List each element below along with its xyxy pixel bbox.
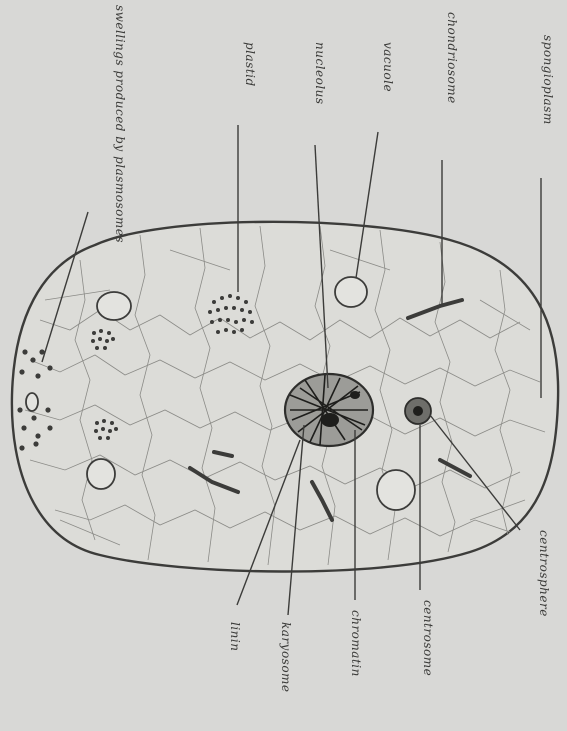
label-plastid: plastid [243, 42, 257, 87]
nucleus [285, 374, 373, 446]
label-vacuole: vacuole [381, 42, 395, 92]
label-spongioplasm: spongioplasm [541, 35, 555, 125]
nucleolus-body [350, 391, 360, 399]
vacuole-top-left [97, 292, 131, 320]
label-karyosome: karyosome [279, 622, 293, 693]
vacuole-bottom-right [377, 470, 415, 510]
centrosome-body [405, 398, 431, 424]
karyosome-body [321, 413, 339, 427]
swelling-ring [26, 393, 38, 411]
label-linin: linin [228, 622, 242, 651]
label-centrosome: centrosome [421, 600, 435, 676]
label-chromatin: chromatin [349, 610, 363, 677]
vacuole-bottom-left [87, 459, 115, 489]
vacuole [335, 277, 367, 307]
label-chondriosome: chondriosome [445, 12, 459, 104]
cell-membrane [12, 222, 558, 572]
label-centrosphere: centrosphere [537, 530, 551, 617]
label-nucleolus: nucleolus [313, 42, 327, 105]
label-swellings: swellings produced by plasmosomes [113, 5, 127, 243]
